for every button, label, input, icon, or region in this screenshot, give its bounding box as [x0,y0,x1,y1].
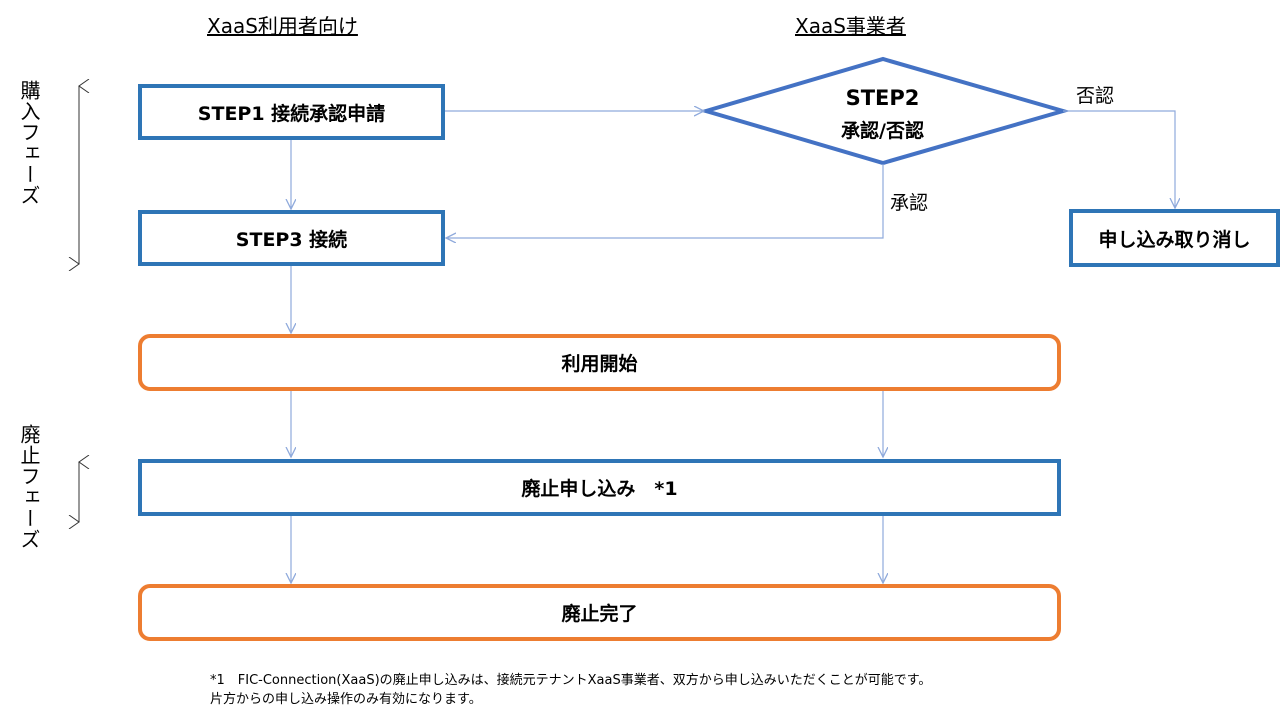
cancel-application-box[interactable]: 申し込み取り消し [1069,209,1280,267]
step2-title: STEP2 [845,86,920,110]
step1-box[interactable]: STEP1 接続承認申請 [138,84,445,140]
step3-box[interactable]: STEP3 接続 [138,210,445,266]
approve-label: 承認 [890,192,929,214]
usage-start-box[interactable]: 利用開始 [138,334,1061,391]
footnote-line-1: *1 FIC-Connection(XaaS)の廃止申し込みは、接続元テナントX… [210,673,932,688]
cancellation-phase-label: 廃止フェーズ [17,424,41,550]
abolish-complete-box[interactable]: 廃止完了 [138,584,1061,641]
reject-label: 否認 [1076,85,1115,107]
user-side-header: XaaS利用者向け [207,14,358,38]
connector-reject-to-cancel [1063,110,1175,208]
abolish-request-box[interactable]: 廃止申し込み *1 [138,459,1061,516]
step2-diamond[interactable] [698,56,1071,166]
purchase-phase-label: 購入フェーズ [17,80,41,206]
connector-approve-to-step3 [446,164,884,238]
provider-side-header: XaaS事業者 [795,14,906,38]
step2-subtitle: 承認/否認 [841,120,924,142]
footnote-line-2: 片方からの申し込み操作のみ有効になります。 [210,692,482,707]
